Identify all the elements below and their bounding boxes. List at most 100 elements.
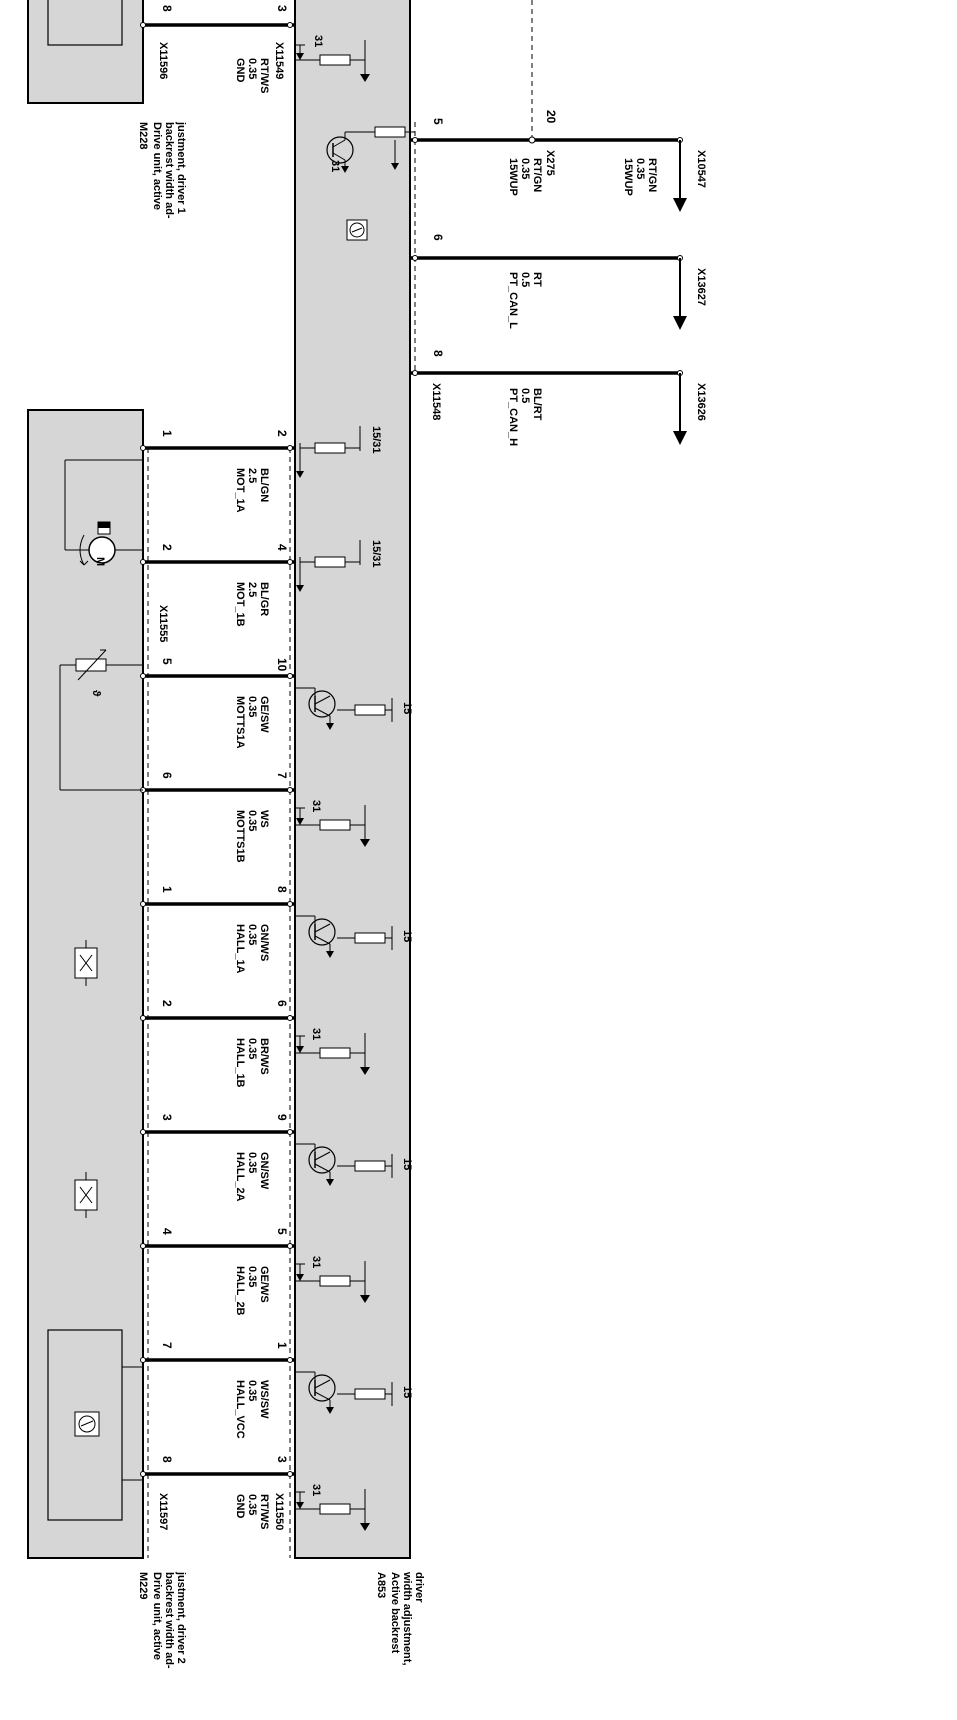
ecu-a853-box <box>294 0 411 1559</box>
svg-text:Drive unit, active: Drive unit, active <box>151 122 163 210</box>
arrow-down-icon <box>673 316 687 330</box>
svg-text:RT: RT <box>531 272 543 287</box>
svg-text:PT_CAN_H: PT_CAN_H <box>507 388 519 446</box>
m228-sub-box <box>47 0 123 46</box>
svg-text:0.35: 0.35 <box>519 158 531 179</box>
svg-text:0.35: 0.35 <box>246 1038 258 1059</box>
pin-dot <box>140 673 146 679</box>
ecu-pin-8-bus: 8 <box>431 350 445 357</box>
svg-text:justment, driver 1: justment, driver 1 <box>175 121 187 214</box>
svg-text:15WUP: 15WUP <box>507 158 519 196</box>
svg-text:driver: driver <box>413 1572 425 1603</box>
pin-dot <box>287 673 293 679</box>
ecu-pin-label: 4 <box>275 544 289 551</box>
m-pin-label: 1 <box>160 430 174 437</box>
connector-x11555: X11555 <box>157 605 169 642</box>
motor-icon <box>64 459 143 566</box>
m-pin-label: 3 <box>160 1114 174 1121</box>
bus-layer <box>410 136 687 445</box>
svg-text:backrest width ad-: backrest width ad- <box>163 122 175 219</box>
connector-x275: X275 <box>544 150 556 176</box>
wire-7 <box>140 1129 393 1186</box>
pin-dot <box>140 1471 146 1477</box>
m228-caption: M228 Drive unit, active backrest width a… <box>137 121 187 219</box>
svg-text:justment, driver 2: justment, driver 2 <box>175 1571 187 1664</box>
svg-text:M228: M228 <box>137 122 149 150</box>
pin-dot <box>287 787 293 793</box>
ecu-ground-symbol-icon <box>346 219 368 241</box>
motor-letter: M <box>94 557 106 566</box>
svg-text:MOTTS1B: MOTTS1B <box>234 810 246 863</box>
svg-text:0.35: 0.35 <box>246 924 258 945</box>
ecu-pin-label: 3 <box>275 1456 289 1463</box>
pin-dot <box>287 901 293 907</box>
ecu-pin-label: 9 <box>275 1114 289 1121</box>
svg-text:width adjustment,: width adjustment, <box>401 1571 413 1666</box>
ecu-pin-6-bus: 6 <box>431 234 445 241</box>
hall-supply-ground-icon <box>74 1366 143 1481</box>
res-label: 15 <box>401 702 413 714</box>
arrow-down-icon <box>673 431 687 445</box>
ecu-transistor-label: 31 <box>329 160 341 172</box>
resistor-supply-icon <box>296 540 361 592</box>
svg-text:Drive unit, active: Drive unit, active <box>151 1572 163 1660</box>
svg-text:BL/GR: BL/GR <box>258 582 270 616</box>
pin-dot <box>140 1015 146 1021</box>
res-label: 31 <box>310 1256 322 1268</box>
connector-x11548: X11548 <box>430 383 442 420</box>
wire-1 <box>140 426 361 478</box>
svg-text:MOTTS1A: MOTTS1A <box>234 696 246 749</box>
res-label: 31 <box>310 1484 322 1496</box>
svg-text:RT/WS: RT/WS <box>258 58 270 93</box>
ecu-pin-label: 7 <box>275 772 289 779</box>
res-label-top: 31 <box>312 35 324 47</box>
connector-x11596: X11596 <box>157 42 169 79</box>
svg-text:backrest width ad-: backrest width ad- <box>163 1572 175 1669</box>
m-pin-label: 1 <box>160 886 174 893</box>
svg-text:2.5: 2.5 <box>246 582 258 597</box>
svg-text:0.35: 0.35 <box>246 1494 258 1515</box>
m-pin-label: 6 <box>160 772 174 779</box>
splice-pin-20: 20 <box>544 110 558 124</box>
svg-text:HALL_2B: HALL_2B <box>234 1266 246 1316</box>
svg-text:PT_CAN_L: PT_CAN_L <box>507 272 519 329</box>
pin-dot <box>140 445 146 451</box>
svg-text:0.35: 0.35 <box>246 810 258 831</box>
ecu-pin-label: 1 <box>275 1342 289 1349</box>
res-label: 15 <box>401 1158 413 1170</box>
pin-dot <box>287 559 293 565</box>
wire-3 <box>140 673 393 730</box>
svg-text:0.35: 0.35 <box>246 1266 258 1287</box>
svg-text:GND: GND <box>234 1494 246 1519</box>
thermistor-letter: ϑ <box>90 690 102 697</box>
wire-4 <box>140 787 370 847</box>
wire-10 <box>140 1471 370 1531</box>
svg-text:BL/RT: BL/RT <box>531 388 543 421</box>
connector-x11550: X11550 <box>273 1493 285 1530</box>
svg-text:BR/WS: BR/WS <box>258 1038 270 1075</box>
transistor-pullup-icon <box>295 1371 393 1414</box>
m228-pin-8: 8 <box>160 5 174 12</box>
ecu-pin-label: 2 <box>275 430 289 437</box>
svg-text:0.35: 0.35 <box>246 58 258 79</box>
pin-dot <box>287 445 293 451</box>
res-label: 15/31 <box>370 540 382 568</box>
res-label: 15/31 <box>370 426 382 454</box>
wires-layer <box>140 426 393 1531</box>
splice-x275 <box>528 136 536 144</box>
svg-text:GND: GND <box>234 58 246 83</box>
wire-2 <box>140 540 361 592</box>
pin-dot <box>140 1357 146 1363</box>
svg-text:0.35: 0.35 <box>246 1152 258 1173</box>
bus-wire-3 <box>410 370 687 445</box>
bus-wire-2 <box>410 255 687 330</box>
svg-text:15WUP: 15WUP <box>622 158 634 196</box>
svg-text:0.35: 0.35 <box>246 1380 258 1401</box>
m-pin-label: 8 <box>160 1456 174 1463</box>
